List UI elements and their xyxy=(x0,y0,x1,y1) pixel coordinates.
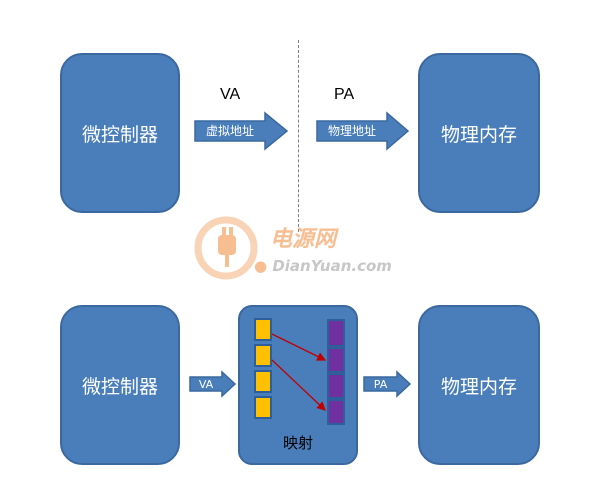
top-pa-arrow: 物理地址 xyxy=(316,111,410,151)
virtual-slot xyxy=(254,370,272,393)
plug-logo-icon xyxy=(194,216,258,280)
top-physical-memory-box: 物理内存 xyxy=(418,53,540,213)
bottom-pa-arrow: PA xyxy=(363,370,412,398)
dianyuan-watermark: 电源网 ● DianYuan.com xyxy=(188,213,418,283)
bottom-microcontroller-box: 微控制器 xyxy=(60,305,180,465)
virtual-slot xyxy=(254,344,272,367)
top-pa-title: PA xyxy=(334,86,355,103)
bottom-physical-memory-label: 物理内存 xyxy=(440,375,517,398)
physical-slot xyxy=(327,319,345,347)
mapping-label: 映射 xyxy=(282,434,313,452)
top-va-arrow-text: 虚拟地址 xyxy=(205,124,254,138)
bottom-va-arrow: VA xyxy=(189,370,237,398)
virtual-slot xyxy=(254,318,272,341)
watermark-domain-text: DianYuan.com xyxy=(272,257,392,275)
bottom-microcontroller-label: 微控制器 xyxy=(81,375,158,398)
top-physical-memory-label: 物理内存 xyxy=(440,123,517,146)
top-microcontroller-label: 微控制器 xyxy=(81,123,158,146)
top-va-title: VA xyxy=(220,86,241,103)
virtual-slot xyxy=(254,396,272,419)
watermark-domain: ● DianYuan.com xyxy=(254,257,392,275)
physical-slot xyxy=(327,399,345,425)
physical-slot xyxy=(327,373,345,399)
bottom-physical-memory-box: 物理内存 xyxy=(418,305,540,465)
bottom-va-arrow-text: VA xyxy=(198,377,214,391)
physical-slot xyxy=(327,347,345,373)
top-pa-arrow-shape xyxy=(316,111,410,151)
top-microcontroller-box: 微控制器 xyxy=(60,53,180,213)
top-pa-arrow-text: 物理地址 xyxy=(327,124,376,138)
bottom-pa-arrow-shape xyxy=(363,370,412,398)
top-va-arrow: 虚拟地址 xyxy=(194,111,289,151)
divider-line xyxy=(298,40,299,232)
bottom-va-arrow-shape xyxy=(189,370,237,398)
top-va-arrow-shape xyxy=(194,111,289,151)
bottom-pa-arrow-text: PA xyxy=(373,377,388,391)
watermark-title: 电源网 xyxy=(270,227,337,252)
